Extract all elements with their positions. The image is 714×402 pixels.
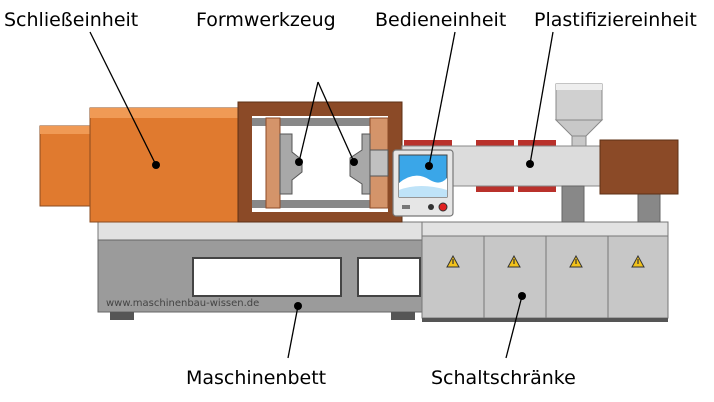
label-plasticizing-unit: Plastifiziereinheit	[534, 9, 697, 31]
cabinet	[545, 235, 609, 319]
leader-lines	[89, 31, 554, 359]
clamping-unit	[39, 107, 239, 223]
control-screen-icon	[398, 154, 448, 198]
warning-triangle-icon	[631, 254, 645, 268]
label-control-unit: Bedieneinheit	[375, 9, 506, 31]
cabinet	[607, 235, 669, 319]
label-machine-bed: Maschinenbett	[186, 367, 326, 389]
power-button-icon	[428, 204, 434, 210]
control-unit	[392, 149, 454, 217]
label-mold: Formwerkzeug	[196, 9, 336, 31]
cabinet	[483, 235, 547, 319]
hopper-icon	[554, 83, 604, 147]
warning-triangle-icon	[569, 254, 583, 268]
stop-button-icon	[438, 202, 448, 212]
watermark: www.maschinenbau-wissen.de	[106, 298, 259, 309]
label-control-cabinets: Schaltschränke	[431, 367, 576, 389]
control-cabinets	[421, 221, 669, 322]
cabinet	[421, 235, 485, 319]
mold	[279, 133, 389, 195]
warning-triangle-icon	[446, 254, 460, 268]
warning-triangle-icon	[507, 254, 521, 268]
machine-bed: www.maschinenbau-wissen.de	[97, 221, 423, 320]
label-clamping-unit: Schließeinheit	[4, 9, 138, 31]
